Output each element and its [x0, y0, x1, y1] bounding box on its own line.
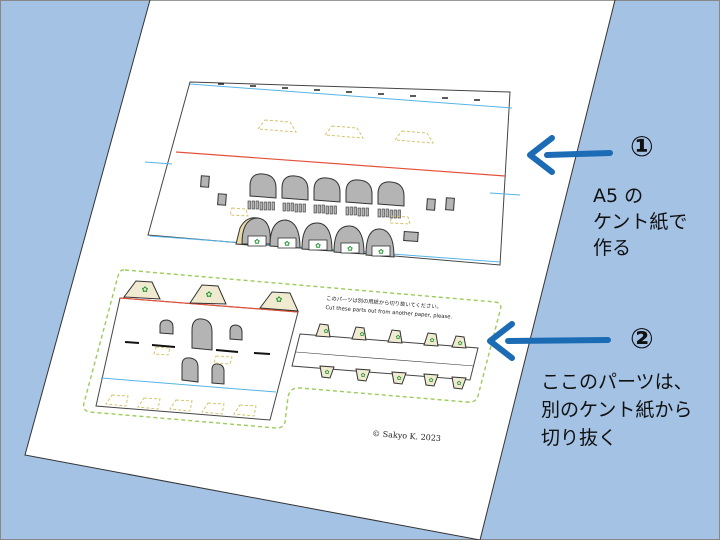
- tab-outline: [394, 130, 434, 144]
- svg-text:✿: ✿: [142, 285, 149, 294]
- svg-text:✿: ✿: [395, 334, 400, 341]
- callout-2-line-3: 切り抜く: [541, 427, 618, 449]
- callout-2-number: ②: [630, 322, 654, 355]
- bottom-pattern: ✿ ✿ ✿: [82, 269, 502, 429]
- arrow-2: [487, 321, 611, 361]
- svg-text:✿: ✿: [315, 242, 321, 250]
- fold-line-blue: [144, 161, 173, 165]
- callout-1-line-3: 作る: [593, 237, 632, 259]
- cut-outline-green: [82, 269, 502, 429]
- svg-text:✿: ✿: [429, 337, 434, 344]
- fold-line-blue: [489, 192, 521, 196]
- fold-line-red: [175, 151, 506, 177]
- arrow-1: [527, 135, 613, 175]
- strip-part: [291, 333, 479, 381]
- svg-text:✿: ✿: [276, 295, 283, 304]
- svg-text:✿: ✿: [206, 290, 213, 299]
- paper-sheet: [24, 0, 616, 540]
- svg-text:✿: ✿: [378, 248, 384, 256]
- svg-text:✿: ✿: [324, 369, 329, 376]
- svg-text:✿: ✿: [347, 245, 353, 253]
- svg-text:✿: ✿: [396, 375, 401, 382]
- tab-outline: [257, 119, 297, 133]
- callout-2-line-2: 別のケント紙から: [541, 399, 693, 421]
- callout-2-line-1: ここのパーツは、: [541, 371, 693, 393]
- svg-text:✿: ✿: [323, 328, 328, 335]
- svg-text:✿: ✿: [284, 240, 290, 248]
- callout-1-line-1: A5 の: [593, 185, 644, 207]
- svg-text:✿: ✿: [254, 238, 260, 246]
- top-pattern: ✿ ✿ ✿ ✿ ✿: [144, 81, 521, 266]
- top-pattern-outline: [147, 81, 511, 266]
- callout-1-number: ①: [630, 130, 654, 163]
- svg-text:✿: ✿: [359, 331, 364, 338]
- svg-text:✿: ✿: [456, 380, 461, 387]
- svg-text:✿: ✿: [428, 377, 433, 384]
- fold-line-blue: [189, 83, 513, 109]
- svg-text:✿: ✿: [360, 372, 365, 379]
- tab-outline: [324, 125, 364, 139]
- svg-text:✿: ✿: [457, 340, 462, 347]
- callout-1-line-2: ケント紙で: [593, 211, 688, 233]
